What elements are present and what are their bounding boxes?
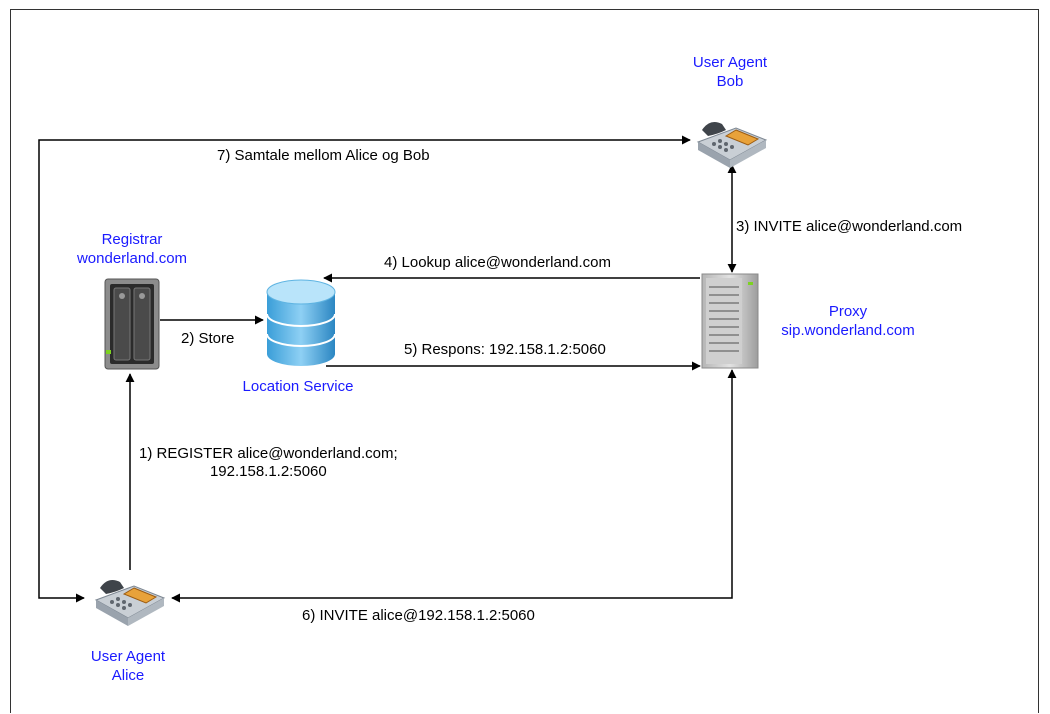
edge-1-label: 1) REGISTER alice@wonderland.com; 192.15…: [139, 445, 398, 481]
bob-telephone-icon: [696, 122, 768, 168]
bob-node-label: User Agent Bob: [668, 53, 792, 91]
registrar-server-icon: [104, 278, 160, 370]
edge-3-label: 3) INVITE alice@wonderland.com: [736, 218, 963, 235]
diagram-frame: [10, 9, 1039, 713]
bob-label-line1: User Agent: [692, 54, 768, 71]
proxy-node-label: Proxy sip.wonderland.com: [760, 302, 936, 340]
location-database-icon: [266, 279, 336, 366]
proxy-label-line2: sip.wonderland.com: [781, 322, 915, 339]
edge-6-label: 6) INVITE alice@192.158.1.2:5060: [302, 607, 535, 624]
alice-node-label: User Agent Alice: [66, 647, 190, 685]
edge-7-label: 7) Samtale mellom Alice og Bob: [217, 147, 430, 164]
edge-7-conversation: [38, 135, 691, 603]
edge-2-label: 2) Store: [181, 330, 235, 347]
location-node-label: Location Service: [220, 377, 376, 396]
edge-1-label-line2: 192.158.1.2:5060: [209, 463, 327, 480]
alice-label-line1: User Agent: [90, 648, 166, 665]
edge-4-label: 4) Lookup alice@wonderland.com: [384, 254, 612, 271]
location-label-line1: Location Service: [242, 378, 354, 395]
bob-label-line2: Bob: [716, 73, 744, 90]
registrar-label-line2: wonderland.com: [76, 250, 188, 267]
registrar-label-line1: Registrar: [101, 231, 163, 248]
edge-6-invite: [171, 369, 737, 603]
edge-5-label: 5) Respons: 192.158.1.2:5060: [404, 341, 606, 358]
registrar-node-label: Registrar wonderland.com: [52, 230, 212, 268]
alice-label-line2: Alice: [111, 667, 145, 684]
edge-1-label-line1: 1) REGISTER alice@wonderland.com;: [139, 445, 398, 462]
proxy-server-tower-icon: [701, 273, 759, 369]
alice-telephone-icon: [94, 580, 166, 626]
proxy-label-line1: Proxy: [828, 303, 868, 320]
